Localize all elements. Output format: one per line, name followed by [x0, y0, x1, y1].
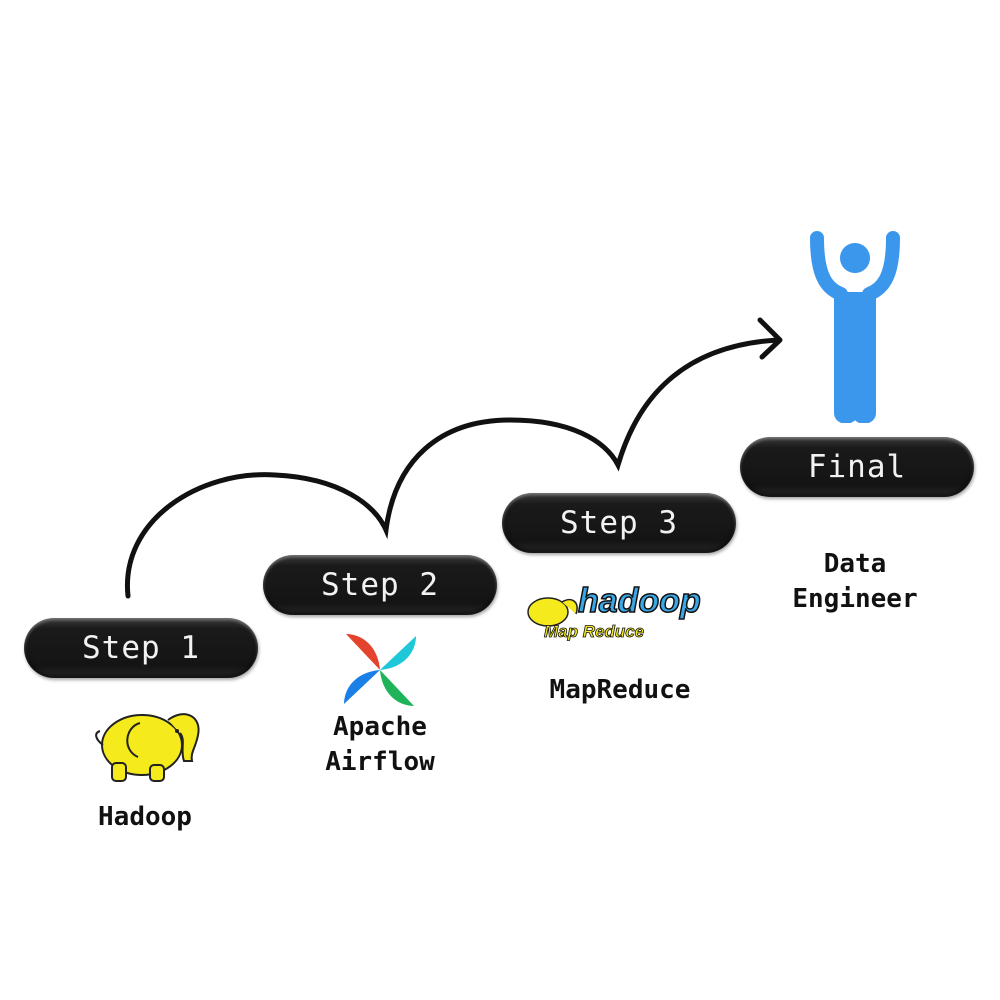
step-2-badge-text: Step 2 [321, 567, 439, 603]
mapreduce-logo-sub-text: Map Reduce [544, 622, 645, 642]
step-2-badge: Step 2 [263, 555, 497, 615]
step-3-badge: Step 3 [502, 493, 736, 553]
step-2-tech-line1: Apache [333, 712, 427, 742]
person-arms-raised-icon [810, 231, 900, 423]
apache-airflow-pinwheel-logo [344, 634, 416, 706]
hadoop-mapreduce-logo: hadoop Map Reduce [520, 581, 720, 648]
step-1-badge-text: Step 1 [82, 630, 200, 666]
final-tech-label: Data Engineer [770, 547, 940, 617]
final-tech-line1: Data [823, 549, 887, 579]
arrowhead-icon [757, 317, 783, 360]
step-1-badge: Step 1 [24, 618, 258, 678]
step-2-tech-line2: Airflow [325, 747, 435, 777]
final-badge: Final [740, 437, 974, 497]
final-badge-text: Final [807, 449, 907, 485]
hadoop-elephant-logo [95, 713, 200, 782]
step-3-badge-text: Step 3 [560, 505, 678, 541]
step-1-tech-label: Hadoop [98, 802, 192, 832]
arrow-curve [125, 337, 781, 599]
step-2-tech-label: Apache Airflow [295, 710, 465, 780]
mapreduce-elephant-icon [527, 597, 578, 627]
final-tech-line2: Engineer [792, 584, 918, 614]
step-3-tech-label: MapReduce [549, 675, 691, 705]
mapreduce-logo-main-text: hadoop [577, 581, 701, 621]
